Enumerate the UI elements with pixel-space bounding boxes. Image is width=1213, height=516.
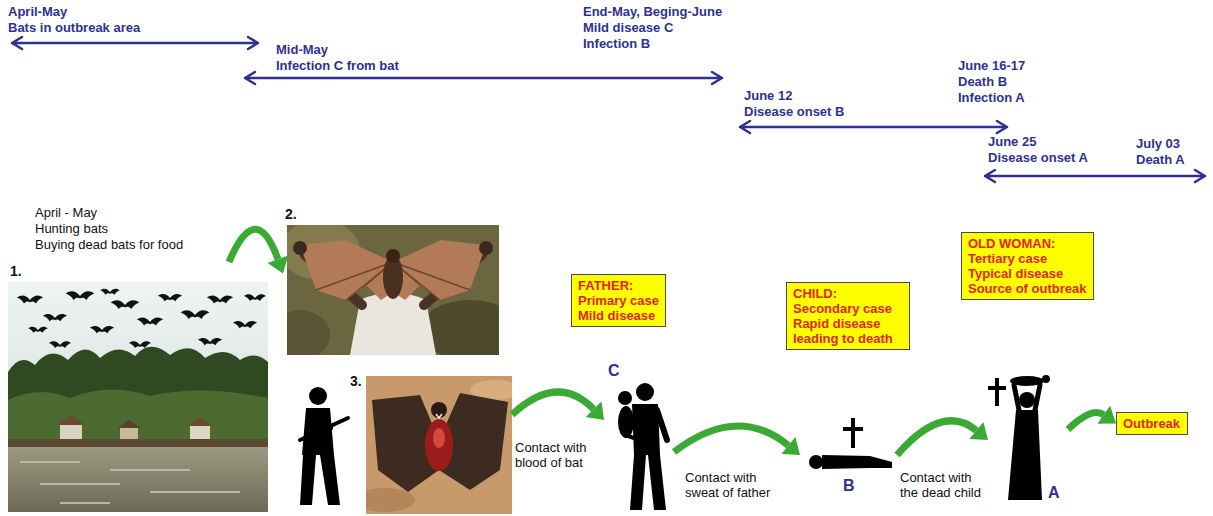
case-text: Secondary case [793,301,903,316]
callout-number: 1. [10,263,22,280]
case-box: CHILD:Secondary caseRapid disease leadin… [786,282,910,350]
transmission-arrow [1068,406,1116,430]
timeline-date: June 16-17 [958,58,1025,74]
photo-note: Buying dead bats for food [35,237,183,253]
arrow-shaft [229,229,278,262]
timeline-event: Disease onset A [988,150,1088,166]
arrow-shaft [1068,413,1104,430]
arrow-head [781,437,800,455]
transmission-arrow [897,421,988,455]
case-figure: A [988,372,1068,512]
callout-number: 2. [285,206,297,223]
arrow-shaft [512,392,594,415]
case-box: FATHER:Primary caseMild disease [571,274,666,327]
timeline-event: Infection C from bat [276,58,399,74]
edge-label: Contact with blood of bat [515,440,601,470]
timeline-date: April-May [8,4,67,20]
dead-child-silhouette [809,418,892,469]
callout-number: 3. [350,373,362,390]
bat-held-photo [287,225,499,355]
case-text: Primary case [578,293,659,308]
hunter-silhouette [300,387,348,505]
case-text: Rapid disease leading to death [793,316,903,346]
photo-panel: 1. [8,262,268,514]
outbreak-box: Outbreak [1116,412,1188,435]
arrow-head [268,256,289,274]
timeline-event: Bats in outbreak area [8,20,140,36]
arrow-head [586,402,604,420]
transmission-arrow [674,426,800,455]
photo-panel: 3. [350,372,512,514]
case-letter: A [1048,484,1060,502]
case-heading: Outbreak [1123,416,1181,431]
photo-note: Hunting bats [35,221,108,237]
case-letter: C [608,362,620,380]
transmission-arrow [512,392,604,420]
timeline-date: July 03 [1136,136,1180,152]
arrow-head [1097,406,1116,424]
case-text: Mild disease [578,308,659,323]
case-letter: B [843,477,855,495]
case-text: Typical disease [968,266,1087,281]
timeline-event: Infection B [583,36,650,52]
dead-bat-photo [366,376,512,514]
timeline-date: June 25 [988,134,1036,150]
village-photo [8,282,268,512]
case-box: OLD WOMAN:Tertiary caseTypical diseaseSo… [961,232,1094,300]
timeline-date: End-May, Beging-June [583,4,722,20]
case-figure: B [800,415,897,500]
photo-note: April - May [35,205,97,221]
arrow-shaft [897,421,976,455]
timeline-event: Death A [1136,152,1185,168]
case-text: Source of outbreak [968,281,1087,296]
edge-label: Contact with the dead child [900,470,986,500]
case-text: Tertiary case [968,251,1087,266]
timeline-arrows [12,37,1205,182]
old-woman-silhouette [988,375,1050,500]
photo-panel: 2. [283,205,503,357]
timeline-event: Infection A [958,90,1025,106]
edge-label: Contact with sweat of father [685,470,785,500]
transmission-arrow [229,229,288,273]
timeline-date: June 12 [744,88,792,104]
case-figure: C [604,362,674,512]
arrow-shaft [674,426,788,452]
timeline-event: Disease onset B [744,104,844,120]
timeline-event: Mild disease C [583,20,673,36]
case-heading: FATHER: [578,278,659,293]
case-heading: OLD WOMAN: [968,236,1087,251]
timeline-date: Mid-May [276,42,328,58]
case-heading: CHILD: [793,286,903,301]
father-silhouette [618,383,667,510]
arrow-head [969,422,988,440]
timeline-event: Death B [958,74,1007,90]
